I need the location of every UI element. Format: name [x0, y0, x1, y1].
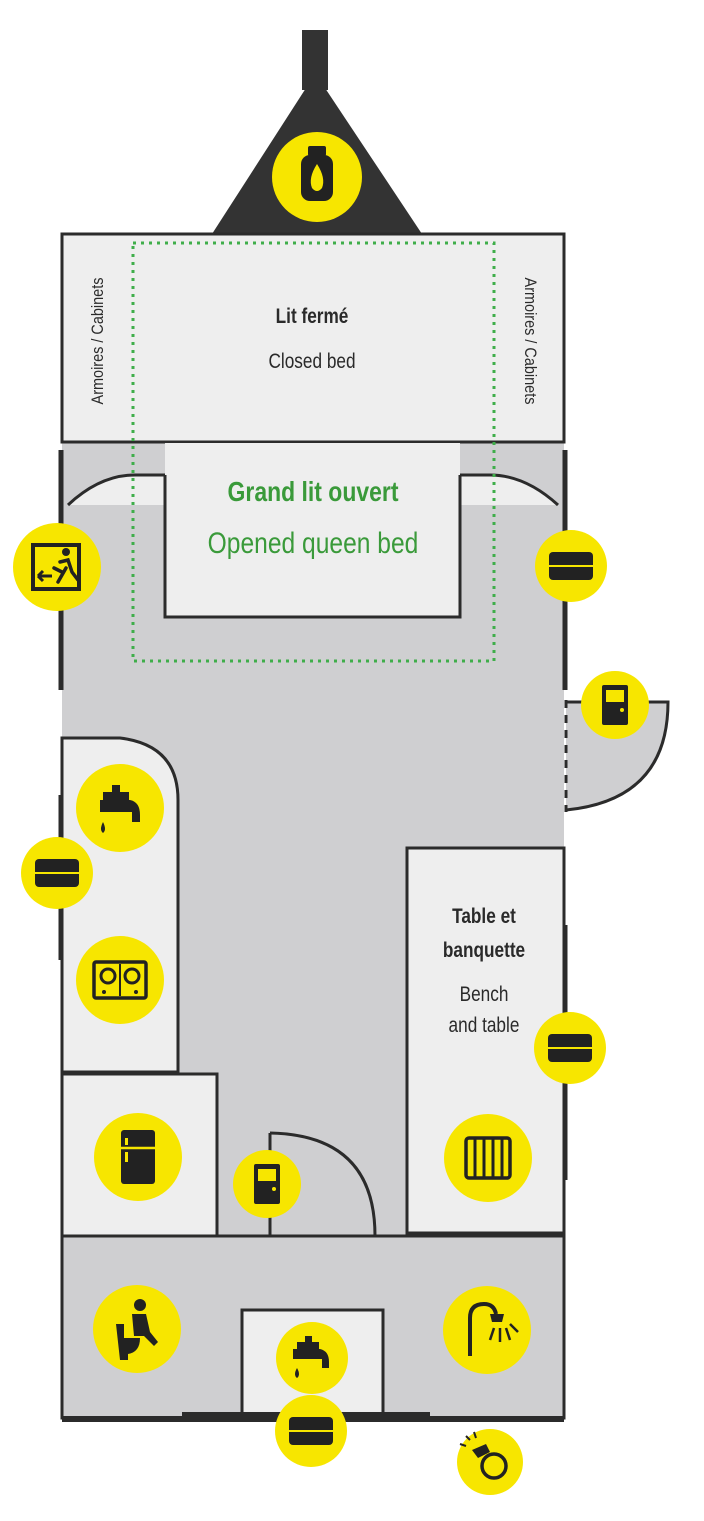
faucet-icon	[76, 764, 164, 852]
window-icon	[21, 837, 93, 909]
table-label-fr-1: Table et	[452, 905, 516, 928]
table-label-en-1: Bench	[459, 983, 509, 1006]
cooktop-icon	[76, 936, 164, 1024]
propane-tank-icon	[272, 132, 362, 222]
door-icon	[581, 671, 649, 739]
closed-bed-label-fr: Lit fermé	[275, 305, 349, 328]
table-label-en-2: and table	[448, 1014, 520, 1037]
opened-bed-fill	[165, 443, 460, 617]
closed-bed-area	[60, 232, 566, 444]
opened-bed-label-fr: Grand lit ouvert	[227, 476, 399, 507]
heater-icon	[444, 1114, 532, 1202]
window-icon	[275, 1395, 347, 1467]
opened-bed-outline	[131, 241, 496, 663]
cabinets-label-left: Armoires / Cabinets	[88, 277, 107, 405]
table-label-fr-2: banquette	[442, 939, 526, 962]
window-icon	[534, 1012, 606, 1084]
door-icon	[233, 1150, 301, 1218]
toilet-icon	[93, 1285, 181, 1373]
closed-bed-label-en: Closed bed	[268, 350, 356, 373]
outdoor-shower-icon	[457, 1429, 523, 1495]
shower-icon	[443, 1286, 531, 1374]
hitch-post	[302, 30, 328, 90]
cabinets-label-right: Armoires / Cabinets	[521, 277, 540, 405]
window-icon	[535, 530, 607, 602]
emergency-exit-icon	[13, 523, 101, 611]
fridge-icon	[94, 1113, 182, 1201]
sink-faucet-icon	[276, 1322, 348, 1394]
bathroom-door-swing	[269, 1131, 377, 1237]
opened-bed-label-en: Opened queen bed	[207, 527, 419, 560]
